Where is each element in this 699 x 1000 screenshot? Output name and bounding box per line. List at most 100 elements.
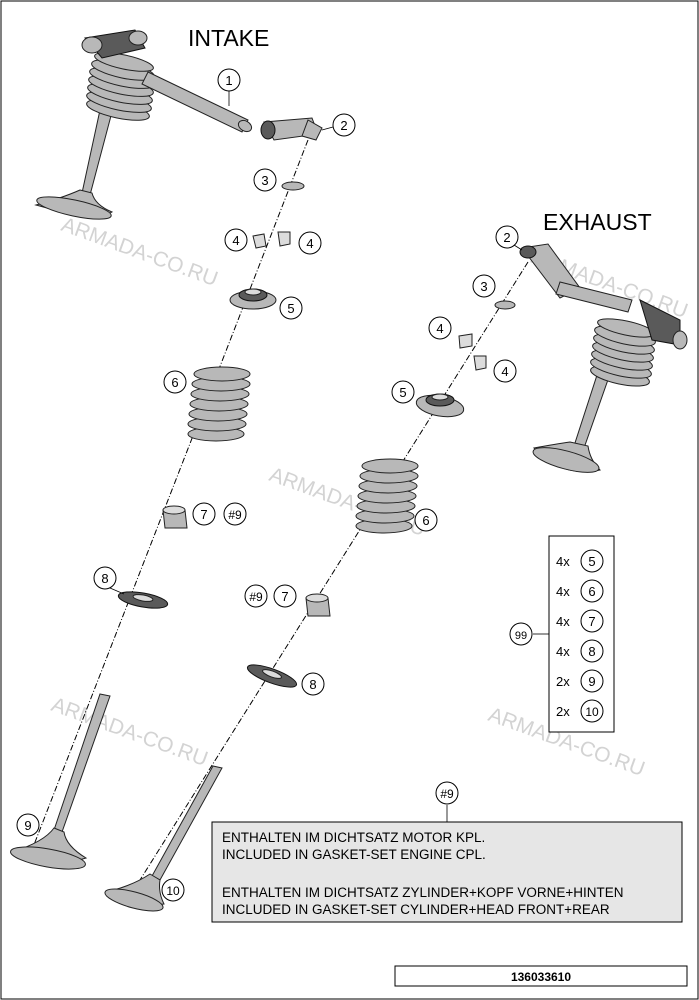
callout-4[interactable]: 4 xyxy=(428,316,452,340)
callout-9[interactable]: 9 xyxy=(16,813,40,837)
callout-6[interactable]: 6 xyxy=(163,370,187,394)
kit-quantity: 4x xyxy=(556,554,570,569)
callout-6[interactable]: 6 xyxy=(414,508,438,532)
note-line: INCLUDED IN GASKET-SET CYLINDER+HEAD FRO… xyxy=(222,902,610,917)
drawing-number-box xyxy=(394,965,688,987)
intake-valve-keeper xyxy=(277,231,291,247)
kit-row: 4x 8 xyxy=(556,639,604,663)
callout-5[interactable]: 5 xyxy=(391,380,415,404)
callout-10[interactable]: 10 xyxy=(161,878,185,902)
intake-spring-retainer xyxy=(229,288,277,310)
callout-label: 4 xyxy=(232,233,239,248)
kit-row: 4x 5 xyxy=(556,549,604,573)
intake-valve xyxy=(10,693,111,870)
kit-quantity: 2x xyxy=(556,704,570,719)
kit-quantity: 4x xyxy=(556,584,570,599)
exhaust-heading: EXHAUST xyxy=(543,209,652,235)
callout-label: #9 xyxy=(440,787,454,801)
callout-hash9[interactable]: #9 xyxy=(223,502,247,526)
callout-label: 9 xyxy=(24,818,31,833)
callout-4[interactable]: 4 xyxy=(298,231,322,255)
kit-quantity: 4x xyxy=(556,614,570,629)
exhaust-valve-spring xyxy=(355,458,419,534)
callout-label: 4 xyxy=(436,321,443,336)
kit-part-number: 8 xyxy=(588,644,595,659)
exhaust-axis xyxy=(139,261,529,881)
kit-row: 2x 9 xyxy=(556,669,604,693)
callout-label: #9 xyxy=(249,590,263,604)
callout-2[interactable]: 2 xyxy=(495,225,523,251)
kit-table: 99 4x 5 4x 6 4x 7 4x 8 2x 9 2x xyxy=(509,535,615,733)
kit-row: 4x 6 xyxy=(556,579,604,603)
note-line: ENTHALTEN IM DICHTSATZ MOTOR KPL. xyxy=(222,830,485,845)
gasket-note: #9 ENTHALTEN IM DICHTSATZ MOTOR KPL. INC… xyxy=(211,781,683,923)
callout-label: 7 xyxy=(200,507,207,522)
callout-label: 6 xyxy=(422,513,429,528)
callout-label: 4 xyxy=(306,236,313,251)
callout-8[interactable]: 8 xyxy=(93,566,125,595)
exhaust-valve-stem-seal xyxy=(305,593,331,617)
intake-valve-keeper xyxy=(252,233,267,249)
callout-hash9[interactable]: #9 xyxy=(244,584,268,608)
exhaust-spring-retainer xyxy=(415,393,465,418)
exhaust-valve xyxy=(104,765,223,912)
kit-part-number: 5 xyxy=(588,554,595,569)
kit-quantity: 4x xyxy=(556,644,570,659)
intake-valve-spring xyxy=(187,366,251,442)
kit-quantity: 2x xyxy=(556,674,570,689)
callout-label: 3 xyxy=(480,279,487,294)
callout-label: 2 xyxy=(340,118,347,133)
callout-label: 6 xyxy=(171,375,178,390)
callout-2[interactable]: 2 xyxy=(321,113,356,137)
exhaust-valve-keeper xyxy=(473,355,487,371)
intake-heading: INTAKE xyxy=(188,25,269,51)
callout-4[interactable]: 4 xyxy=(224,228,248,252)
drawing-number: 136033610 xyxy=(511,970,571,984)
intake-shim xyxy=(281,181,305,191)
watermark: ARMADA-CO.RU xyxy=(48,693,210,771)
watermark: ARMADA-CO.RU xyxy=(58,213,220,291)
callout-label: 1 xyxy=(225,73,232,88)
kit-row: 4x 7 xyxy=(556,609,604,633)
callout-8[interactable]: 8 xyxy=(301,672,325,696)
callout-label: 2 xyxy=(503,230,510,245)
callout-label: 5 xyxy=(287,301,294,316)
kit-part-number: 7 xyxy=(588,614,595,629)
callout-99[interactable]: 99 xyxy=(509,622,533,646)
callout-3[interactable]: 3 xyxy=(253,168,277,192)
intake-axis xyxy=(29,139,309,856)
kit-part-number: 10 xyxy=(585,705,599,719)
callout-7[interactable]: 7 xyxy=(192,502,216,526)
callout-label: 8 xyxy=(101,571,108,586)
intake-assembled-valve xyxy=(34,29,253,220)
callout-4[interactable]: 4 xyxy=(493,359,517,383)
note-box xyxy=(211,821,683,923)
callout-1[interactable]: 1 xyxy=(217,68,241,106)
callout-label: 10 xyxy=(166,884,180,898)
callout-5[interactable]: 5 xyxy=(279,296,303,320)
callout-label: 5 xyxy=(399,385,406,400)
callout-3[interactable]: 3 xyxy=(472,274,496,298)
callout-hash9[interactable]: #9 xyxy=(435,781,459,805)
intake-rocker-arm xyxy=(260,117,323,141)
note-line: ENTHALTEN IM DICHTSATZ ZYLINDER+KOPF VOR… xyxy=(222,885,624,900)
exhaust-shim xyxy=(494,300,516,310)
exhaust-valve-keeper xyxy=(458,333,473,349)
exhaust-assembled-valve xyxy=(519,243,688,473)
intake-spring-seat xyxy=(117,591,169,609)
callout-label: #9 xyxy=(228,508,242,522)
note-line: INCLUDED IN GASKET-SET ENGINE CPL. xyxy=(222,847,486,862)
callout-label: 4 xyxy=(501,364,508,379)
kit-part-number: 6 xyxy=(588,584,595,599)
exhaust-spring-seat xyxy=(246,664,298,688)
callout-7[interactable]: 7 xyxy=(273,584,297,608)
kit-row: 2x 10 xyxy=(556,699,604,723)
callout-label: 8 xyxy=(309,677,316,692)
callout-label: 7 xyxy=(281,589,288,604)
intake-valve-stem-seal xyxy=(162,505,188,529)
callout-label: 3 xyxy=(261,173,268,188)
kit-part-number: 9 xyxy=(588,674,595,689)
callout-label: 99 xyxy=(515,630,527,642)
